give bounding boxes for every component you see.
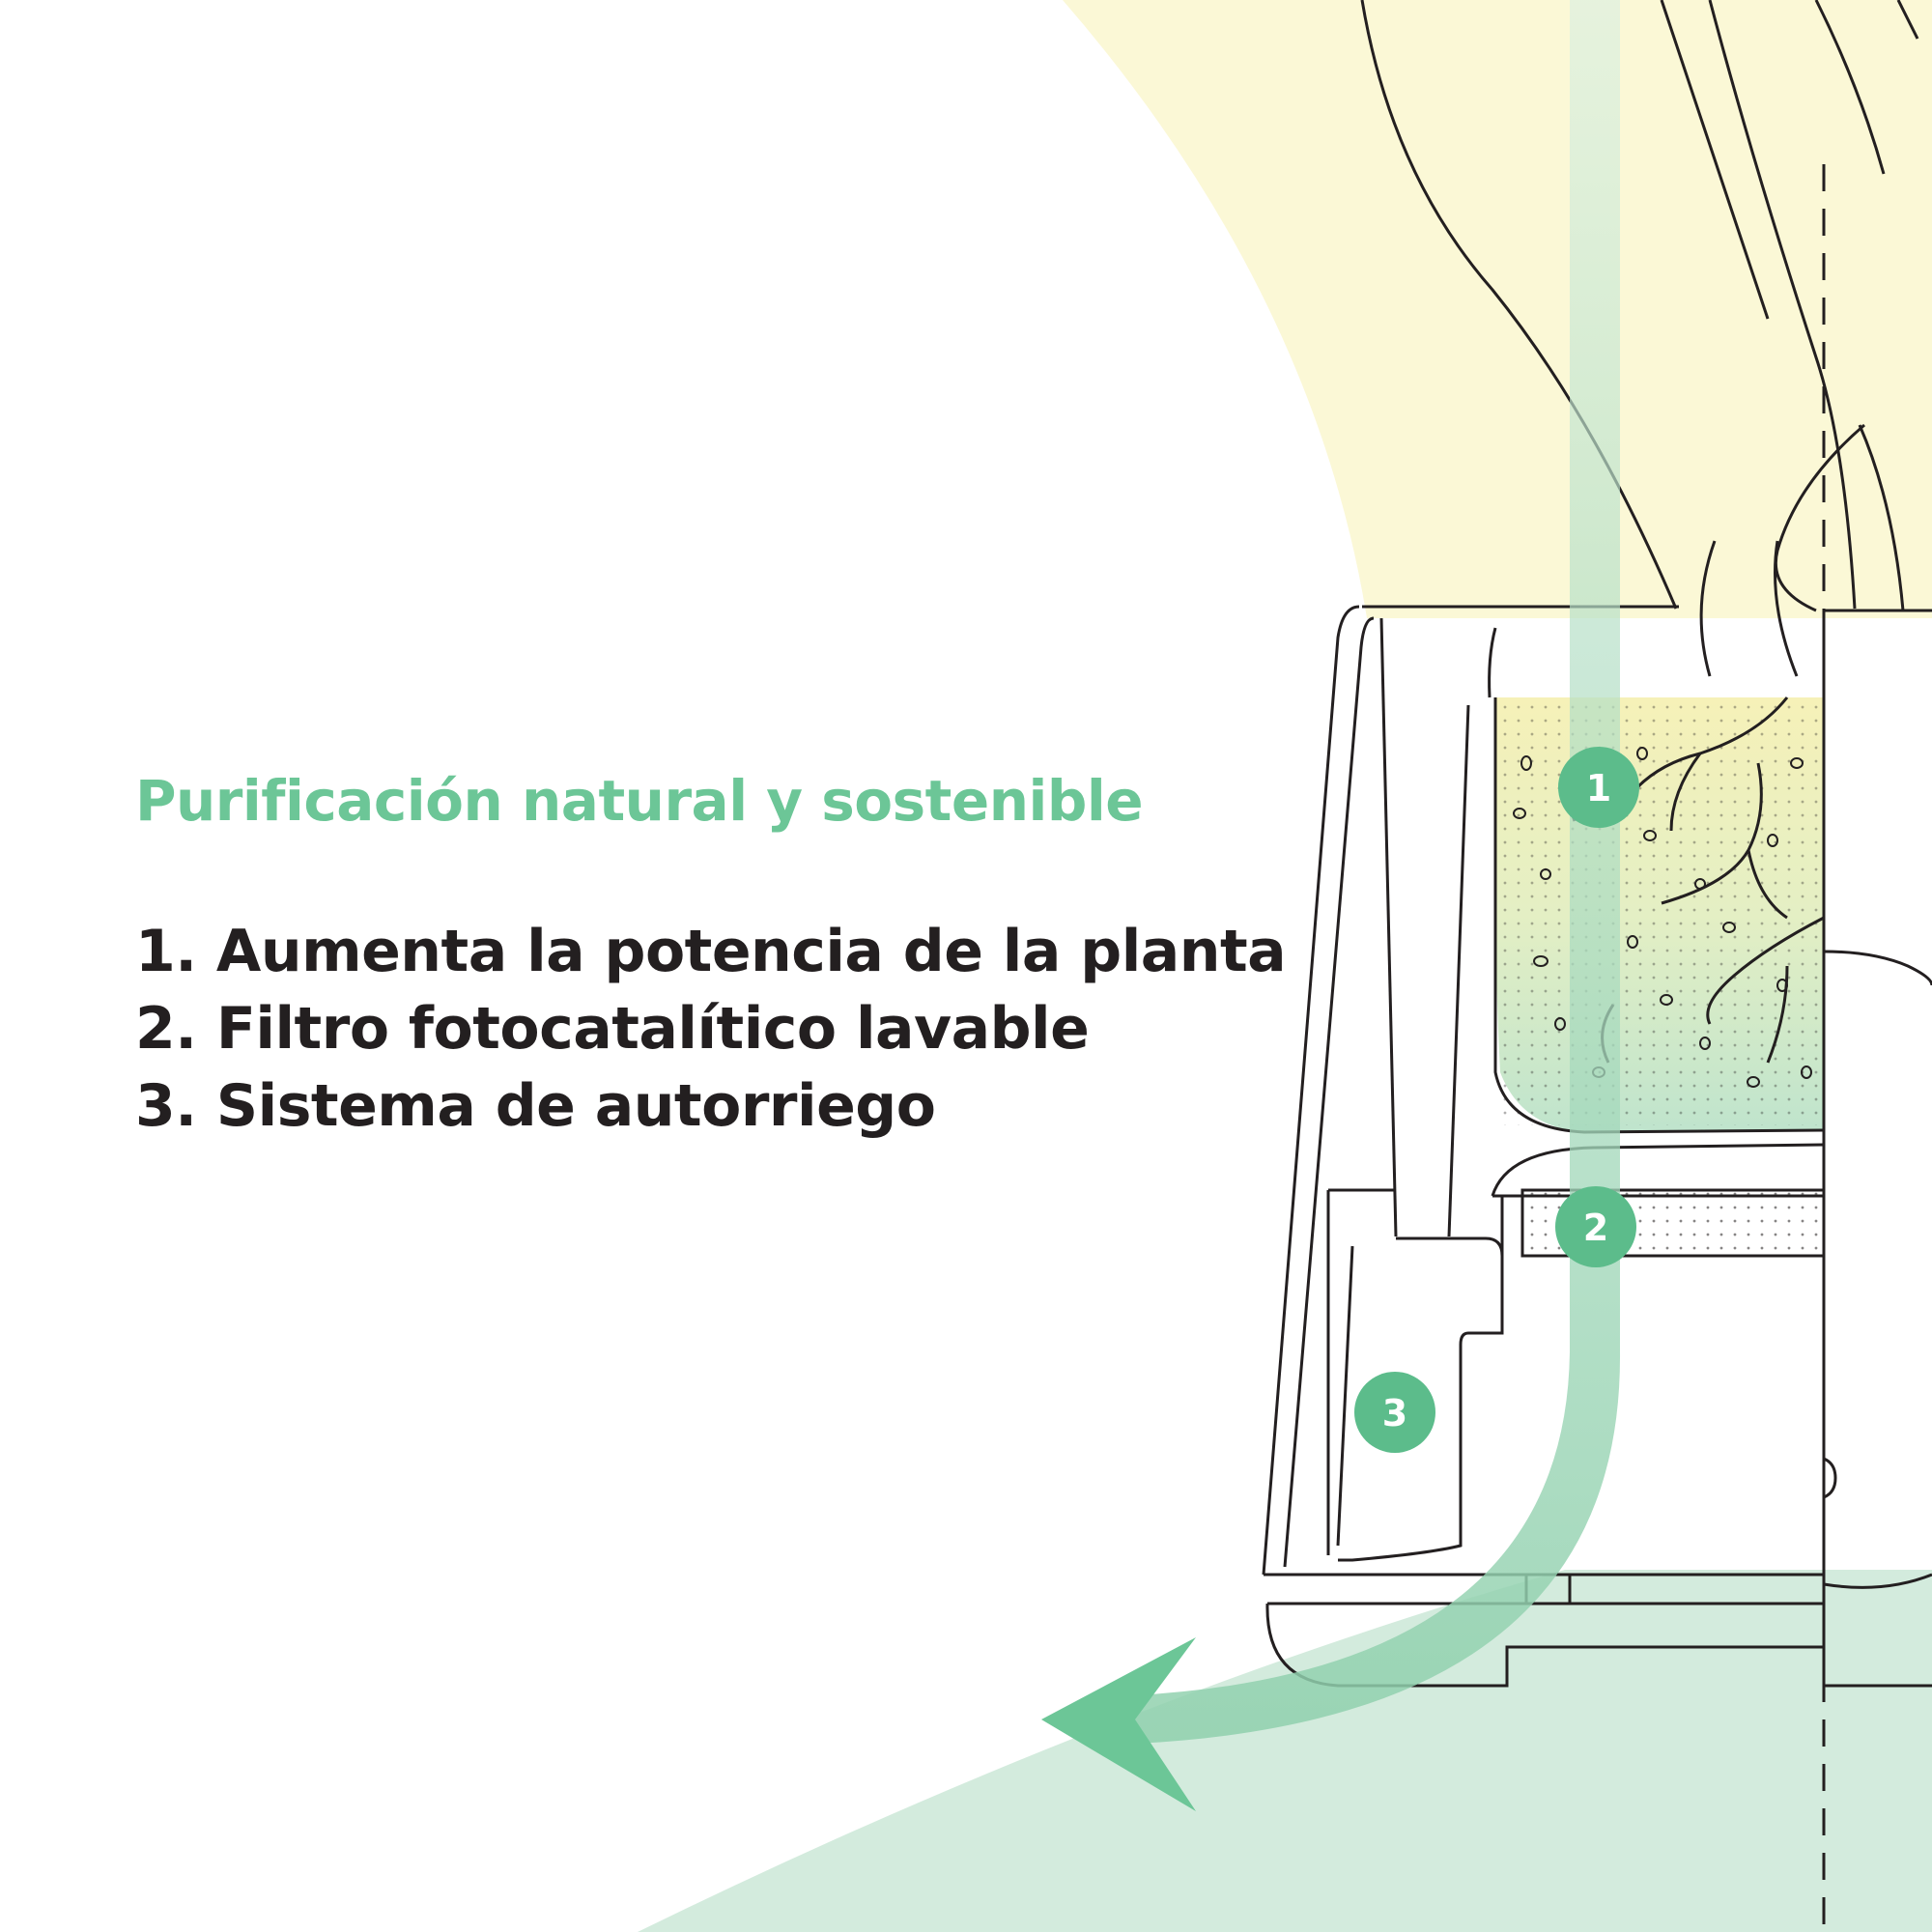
features-text-block: Purificación natural y sostenible 1. Aum… <box>135 768 1246 1145</box>
marker-2: 2 <box>1555 1186 1636 1267</box>
feature-item-self-watering: 3. Sistema de autorriego <box>135 1067 1246 1145</box>
feature-list: 1. Aumenta la potencia de la planta 2. F… <box>135 913 1246 1145</box>
marker-1-label: 1 <box>1586 767 1611 810</box>
marker-2-label: 2 <box>1583 1207 1608 1249</box>
marker-3: 3 <box>1354 1372 1435 1453</box>
marker-1: 1 <box>1558 747 1639 828</box>
floor-shape <box>638 1570 1932 1932</box>
feature-item-plant-power: 1. Aumenta la potencia de la planta <box>135 913 1246 990</box>
feature-item-washable-filter: 2. Filtro fotocatalítico lavable <box>135 990 1246 1067</box>
marker-3-label: 3 <box>1382 1392 1407 1435</box>
headline: Purificación natural y sostenible <box>135 768 1246 834</box>
